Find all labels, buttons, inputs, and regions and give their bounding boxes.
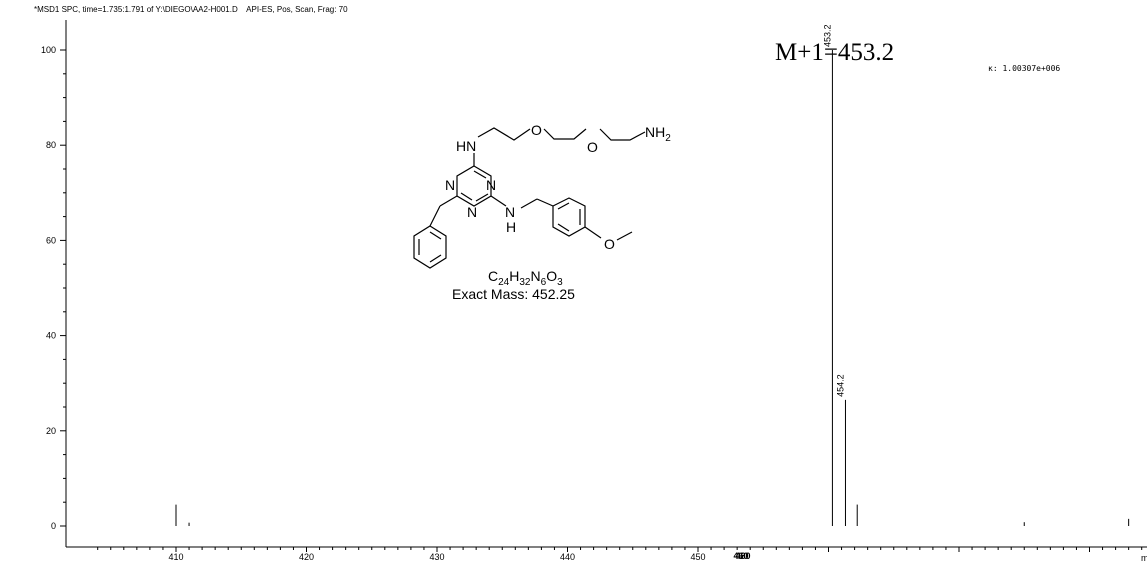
formula-subscript: 24 xyxy=(498,277,510,288)
x-tick-label: 410 xyxy=(168,552,183,562)
x-tick-bold-460: 460 xyxy=(733,551,748,561)
atom-o1: O xyxy=(531,122,542,138)
formula-subscript: 3 xyxy=(557,277,563,288)
atom-o-methoxy: O xyxy=(604,236,615,252)
formula-element: N xyxy=(531,268,541,284)
atom-o2: O xyxy=(587,139,598,155)
x-tick-label: 450 xyxy=(690,552,705,562)
atom-nh-mid: N xyxy=(505,204,515,220)
formula-subscript: 6 xyxy=(541,277,547,288)
x-tick-label: 420 xyxy=(299,552,314,562)
y-tick-label: 80 xyxy=(46,140,56,150)
exact-mass-label: Exact Mass: 452.25 xyxy=(452,286,575,302)
y-tick-label: 40 xyxy=(46,331,56,341)
formula-subscript: 32 xyxy=(519,277,531,288)
spectrum-header: *MSD1 SPC, time=1.735:1.791 of Y:\DIEGO\… xyxy=(34,5,348,14)
atom-hn-top: HN xyxy=(456,138,476,154)
y-tick-label: 60 xyxy=(46,235,56,245)
peak-label: 454.2 xyxy=(835,374,845,397)
main-ion-label: M+1=453.2 xyxy=(775,39,894,66)
atom-n-left: N xyxy=(445,177,455,193)
x-tick-label: 440 xyxy=(560,552,575,562)
atom-nh2-subscript: 2 xyxy=(665,133,671,144)
formula-element: H xyxy=(509,268,519,284)
x-tick-label: 430 xyxy=(429,552,444,562)
abundance-label: κ: 1.00307e+006 xyxy=(988,64,1060,73)
atom-nh2: NH2 xyxy=(645,124,671,144)
y-ticks: 0 20 40 60 80 100 xyxy=(41,45,66,531)
peak-label: 453.2 xyxy=(822,24,832,47)
y-tick-label: 100 xyxy=(41,45,56,55)
molecule-structure: HN O O NH2 N N N N H O xyxy=(413,122,671,269)
x-unit-label: m xyxy=(1141,553,1147,563)
peaks: 453.2 454.2 xyxy=(175,24,1130,526)
atom-nh-mid-h: H xyxy=(506,219,516,235)
x-ticks: 410 420 430 440 450 xyxy=(97,547,1143,562)
formula-element: C xyxy=(488,268,498,284)
x-tick-bold-480: 480 xyxy=(735,551,750,561)
atom-n-right: N xyxy=(486,177,496,193)
formula-element: O xyxy=(546,268,557,284)
molecular-formula: C24H32N6O3 xyxy=(488,268,563,288)
atom-n-bottom: N xyxy=(467,204,477,220)
y-tick-label: 0 xyxy=(51,521,56,531)
y-tick-label: 20 xyxy=(46,426,56,436)
